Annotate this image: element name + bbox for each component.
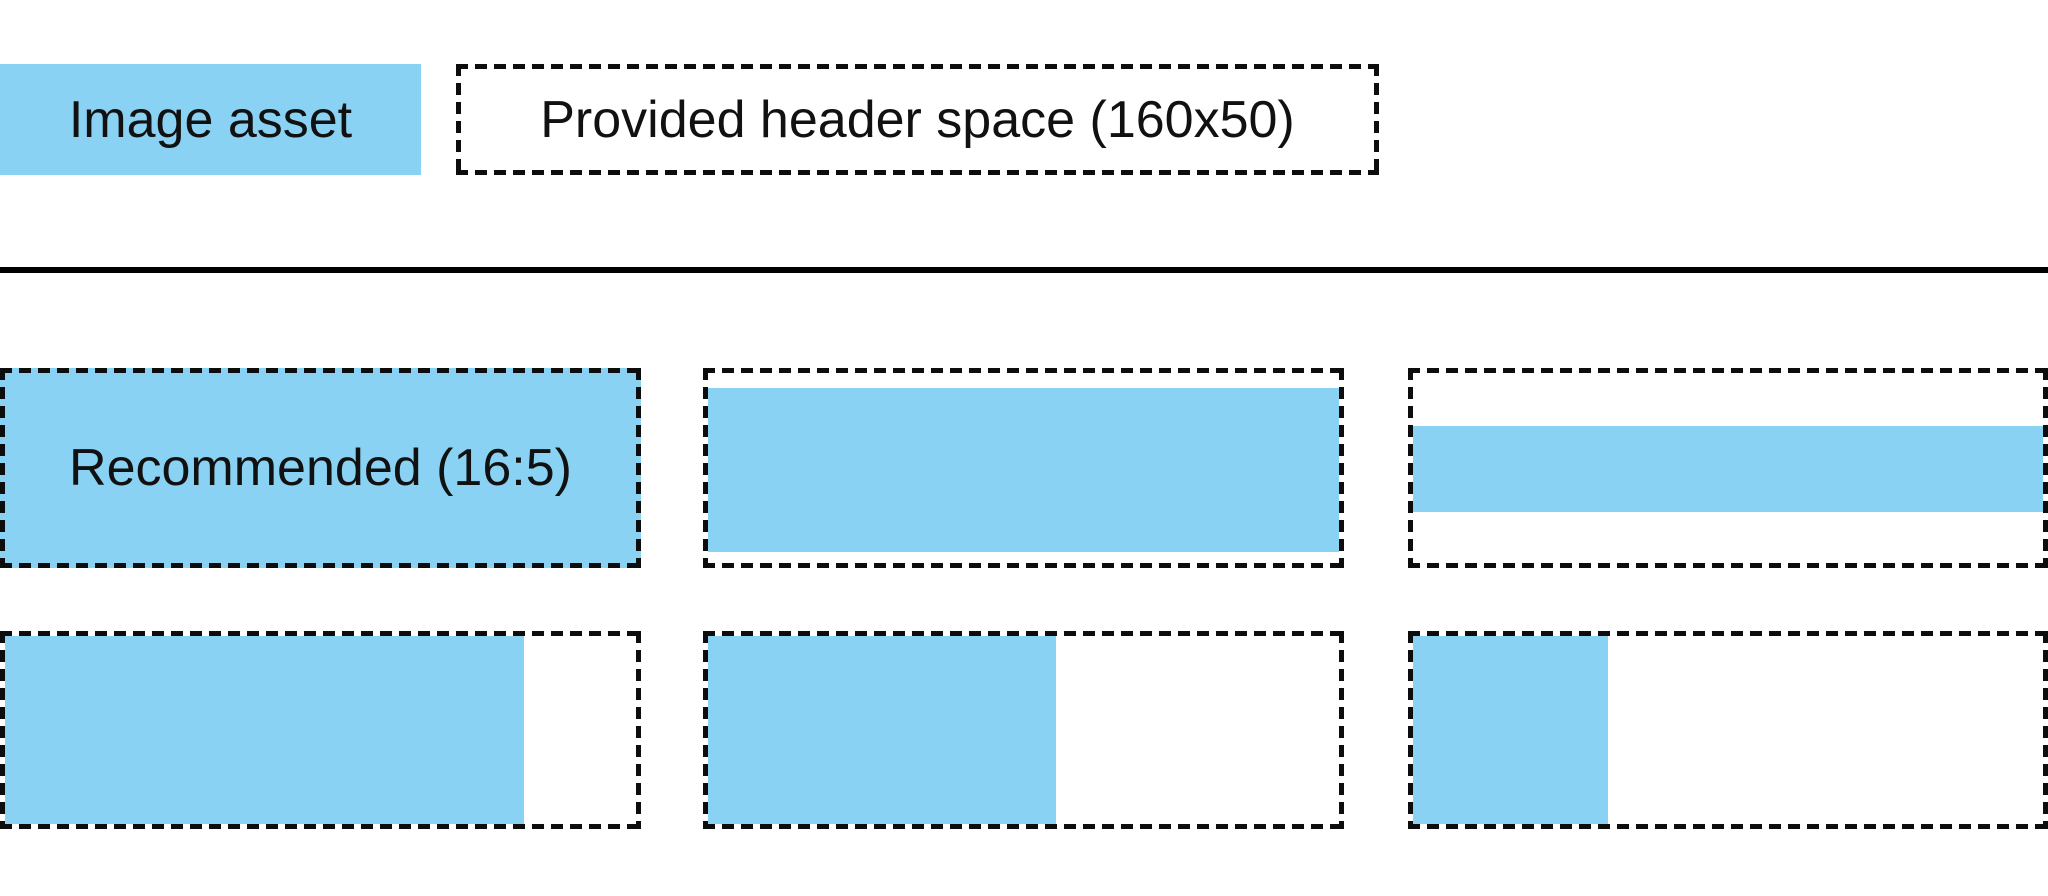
legend-image-asset-label: Image asset xyxy=(68,90,353,149)
recommended-label: Recommended (16:5) xyxy=(69,439,572,497)
image-asset-fill xyxy=(5,636,524,824)
image-asset-fill xyxy=(1413,426,2043,512)
image-asset-fill xyxy=(708,388,1339,552)
legend-header-space-label: Provided header space (160x50) xyxy=(540,90,1295,149)
example-full-width-inset-height xyxy=(703,368,1344,568)
legend-header-space-box: Provided header space (160x50) xyxy=(456,64,1379,175)
image-asset-fill xyxy=(1413,636,1608,824)
example-recommended-16-5: Recommended (16:5) xyxy=(0,368,641,568)
example-full-width-short-bar xyxy=(1408,368,2048,568)
example-full-height-wide xyxy=(0,631,641,829)
example-full-height-narrow xyxy=(1408,631,2048,829)
example-full-height-medium xyxy=(703,631,1344,829)
legend-image-asset-swatch: Image asset xyxy=(0,64,421,175)
image-asset-fill xyxy=(708,636,1056,824)
divider-line xyxy=(0,267,2048,273)
